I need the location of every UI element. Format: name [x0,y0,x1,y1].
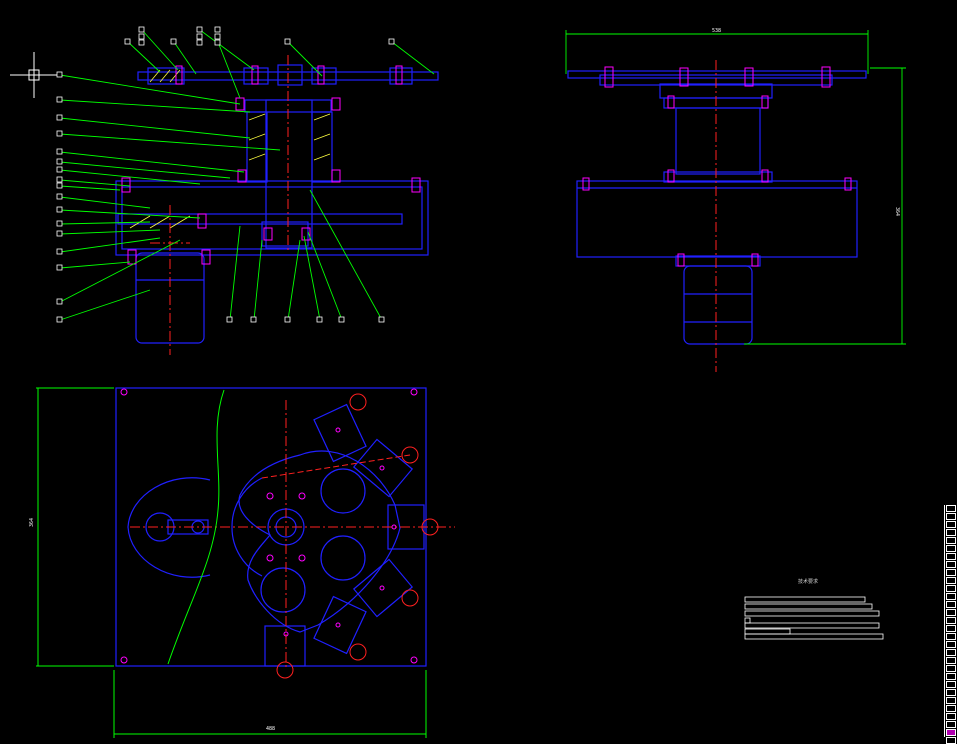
layer-toolbar-button[interactable] [946,585,956,592]
layer-toolbar-button[interactable] [946,657,956,664]
layer-toolbar-button[interactable] [946,617,956,624]
layer-toolbar-button[interactable] [946,721,956,728]
layer-toolbar-button[interactable] [946,609,956,616]
tech-requirements-heading: 技术要求 [798,578,818,585]
layer-toolbar-button[interactable] [946,529,956,536]
layer-toolbar-button[interactable] [946,649,956,656]
layer-toolbar-button[interactable] [946,697,956,704]
front-width-dimension: 538 [712,28,721,34]
crosshair-cursor-icon [10,52,58,98]
layer-toolbar-button[interactable] [946,553,956,560]
layer-toolbar[interactable] [944,505,957,744]
layer-toolbar-button[interactable] [946,665,956,672]
plan-height-dimension: 364 [29,518,35,527]
layer-toolbar-button[interactable] [946,505,956,512]
layer-toolbar-button[interactable] [946,625,956,632]
layer-toolbar-button[interactable] [946,545,956,552]
layer-toolbar-button[interactable] [946,641,956,648]
layer-toolbar-button[interactable] [946,513,956,520]
layer-toolbar-button[interactable] [946,729,956,736]
layer-toolbar-button[interactable] [946,673,956,680]
section-view [56,26,439,355]
technical-requirements: 技术要求 [744,578,884,640]
layer-toolbar-button[interactable] [946,561,956,568]
layer-toolbar-button[interactable] [946,689,956,696]
layer-toolbar-button[interactable] [946,713,956,720]
plan-view: 488 364 [29,387,455,738]
front-height-dimension: 364 [894,207,900,216]
layer-toolbar-button[interactable] [946,569,956,576]
layer-toolbar-button[interactable] [946,521,956,528]
front-view: 538 364 [565,28,906,372]
layer-toolbar-button[interactable] [946,705,956,712]
layer-toolbar-button[interactable] [946,601,956,608]
layer-toolbar-button[interactable] [946,537,956,544]
layer-toolbar-button[interactable] [946,681,956,688]
layer-toolbar-button[interactable] [946,577,956,584]
layer-toolbar-button[interactable] [946,593,956,600]
layer-toolbar-button[interactable] [946,633,956,640]
plan-width-dimension: 488 [266,726,275,732]
